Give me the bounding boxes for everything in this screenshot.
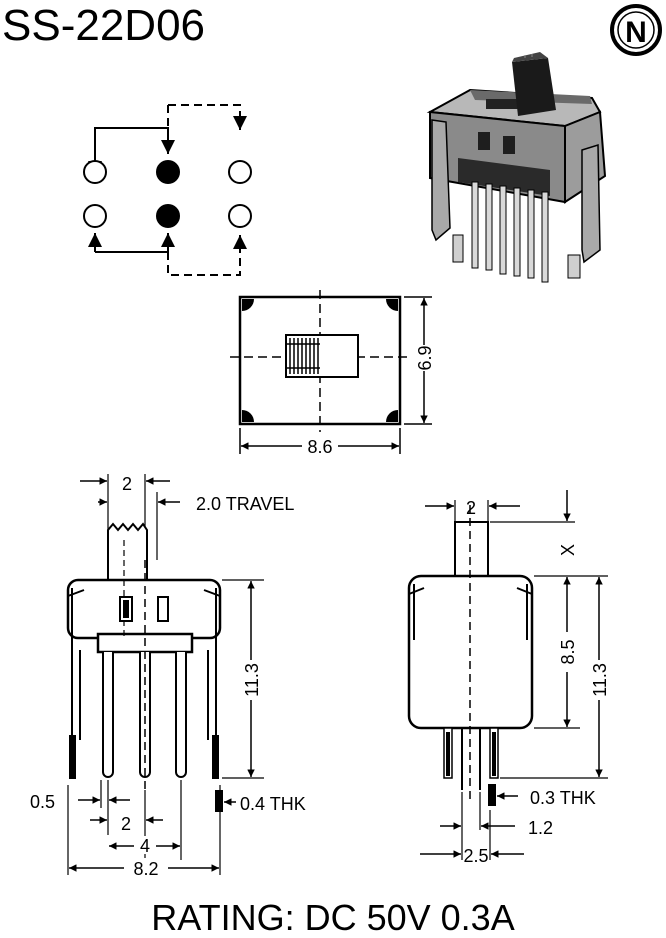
pcb-layout-diagram — [83, 104, 252, 276]
front-actuator-width-dim: 2 — [122, 474, 132, 494]
pad-circle — [228, 160, 252, 184]
pin-width-dim: 1.2 — [528, 818, 553, 838]
logo-letter: N — [625, 16, 647, 49]
pin-span-dim: 4 — [140, 836, 150, 856]
pad-dot — [156, 204, 180, 228]
travel-label: 2.0 TRAVEL — [196, 494, 294, 514]
pad-circle — [228, 204, 252, 228]
top-view-width-dim: 8.6 — [307, 437, 332, 457]
rating-label: RATING: DC 50V 0.3A — [151, 897, 514, 938]
pad-dot — [156, 160, 180, 184]
front-overall-width-dim: 8.2 — [133, 859, 158, 879]
side-view-drawing: 2 X 8.5 11.3 0.3 THK 1.2 — [407, 490, 610, 866]
pin-span-side-dim: 2.5 — [463, 846, 488, 866]
side-thickness-label: 0.3 THK — [530, 788, 596, 808]
top-view-height-dim: 6.9 — [415, 345, 435, 370]
front-view-drawing: 2 2.0 TRAVEL 11.3 — [30, 474, 306, 879]
n-logo-icon: N — [610, 4, 662, 56]
side-overall-height-dim: 11.3 — [590, 663, 610, 697]
top-view-drawing: 6.9 8.6 — [230, 290, 435, 457]
side-body-height-dim: 8.5 — [558, 639, 578, 664]
side-actuator-width-dim: 2 — [466, 498, 476, 518]
front-thickness-label: 0.4 THK — [240, 794, 306, 814]
actuator-height-label: X — [558, 544, 578, 556]
pin-pitch-dim: 2 — [121, 814, 131, 834]
switch-product-image — [426, 52, 607, 283]
front-height-dim: 11.3 — [242, 663, 262, 697]
part-number-title: SS-22D06 — [2, 1, 205, 50]
pad-circle — [83, 204, 107, 228]
pad-circle — [83, 160, 107, 184]
left-offset-dim: 0.5 — [30, 792, 55, 812]
